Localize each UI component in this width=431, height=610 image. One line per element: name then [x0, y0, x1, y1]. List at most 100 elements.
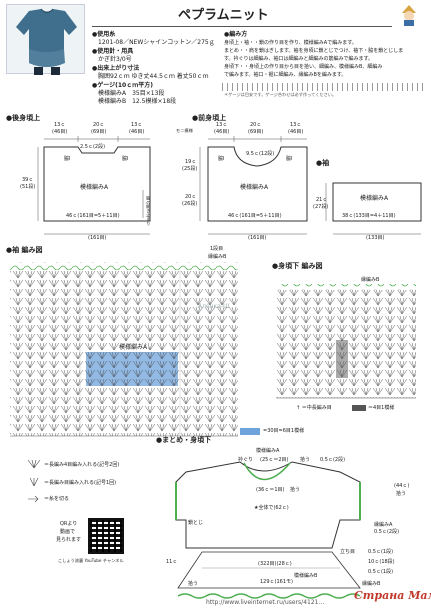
dim-label: (36ｃ＝1目)	[256, 487, 285, 493]
size-value: 胸囲92ｃｍ ゆき丈44.5ｃｍ 着丈50ｃｍ	[98, 73, 209, 80]
qr-code[interactable]	[88, 518, 124, 554]
method-line: で編みます。袖口・裾に細編み、縁編みBを編みます。	[224, 72, 347, 78]
pattern-label: 模様編みA	[360, 195, 389, 202]
pattern-label: 模様編みA	[118, 344, 149, 351]
dim-label: (69目)	[248, 129, 264, 135]
side-label: 脇の開き止まり	[146, 196, 152, 226]
dim-label: 13ｃ	[290, 122, 302, 128]
dim-label: (46目)	[214, 129, 230, 135]
height-label: (27段)	[313, 204, 329, 210]
height-label: 39ｃ	[22, 177, 34, 183]
armhole-label: 脇Ⅰ	[218, 156, 225, 162]
width-label: (161目)	[88, 235, 107, 241]
brand-watermark: Страна Мам	[354, 589, 431, 602]
symbol-label: ＝長編み目編み入れる(記号1回)	[44, 480, 117, 486]
title-rule	[92, 26, 392, 27]
pick-label: 拾う	[396, 491, 407, 497]
pattern-label: 模様編みA	[256, 448, 280, 454]
dim-label: 13ｃ	[216, 122, 228, 128]
gauge-b: 模様編みB 12.5模様×18段	[98, 98, 177, 105]
height-label: 21ｃ	[316, 197, 328, 203]
qr-caption: QRより	[60, 521, 78, 527]
method-dots	[222, 83, 425, 91]
pattern-label: 模様編みA	[80, 184, 109, 191]
dim-label: (69目)	[91, 129, 107, 135]
legend-label: ↑ ＝中長編み目	[296, 405, 332, 411]
dim-label: 13ｃ	[131, 122, 143, 128]
height-label: 20ｃ	[185, 194, 197, 200]
method-line: 身頃上・袖・・鎖の作り目を作り、模様編みAで編みます。	[224, 40, 357, 46]
legend-swatch	[240, 428, 260, 435]
height-label: (26段)	[182, 201, 198, 207]
pattern-key: モ＝模様	[176, 128, 193, 133]
dim-label: 13ｃ	[54, 122, 66, 128]
body-lower-chart-heading: ●身頃下 編み図	[272, 262, 323, 270]
edge-b-label: 縁編みB	[361, 277, 380, 283]
method-line: 身頃下・・身頃上の作り目から目を拾い、細編み、模様編みB、細編み	[224, 64, 383, 70]
page-title: ペプラムニット	[178, 8, 269, 23]
dim-label: 10ｃ(18段)	[368, 559, 395, 565]
stand-label: 立ち目	[340, 549, 356, 555]
footer-url: http://www.liveinternet.ru/users/4121...	[206, 599, 325, 606]
yarn-value: 1201-08／NEWシャインコットン／275ｇ	[98, 39, 215, 46]
chart-watermark: Аленка-Ш	[198, 303, 230, 310]
back-upper-heading: ●後身頃上	[6, 114, 41, 122]
bottom-label: 46ｃ(161目=5＋11目)	[66, 213, 120, 219]
sleeve-heading: ●袖	[316, 159, 330, 167]
size-heading: ●出来上がり寸法	[92, 65, 140, 72]
dim-label: 20ｃ	[250, 122, 262, 128]
height-label: (25段)	[182, 166, 198, 172]
dim-label: (46目)	[288, 129, 304, 135]
legend-label: =30目=6目1模様	[263, 428, 305, 434]
height-label: (51段)	[20, 184, 36, 190]
sleeve-chart-heading: ●袖 編み図	[6, 246, 43, 254]
front-upper-heading: ●前身頃上	[192, 114, 227, 122]
seam-label: 鎖とじ	[188, 520, 204, 526]
neck-label: 9.5ｃ(12段)	[246, 151, 275, 157]
qr-caption: 見られます	[56, 537, 82, 543]
neck-label: 2.5ｃ(2段)	[80, 144, 106, 150]
dim-label: (46目)	[52, 129, 68, 135]
pick-label: 拾う	[290, 487, 301, 493]
pick-label: 拾う	[188, 581, 199, 587]
method-heading: ●編み方	[224, 31, 248, 38]
sweater-photo	[6, 4, 85, 75]
sweater-illustration	[16, 8, 77, 75]
dim-label: ★全体で(62ｃ)	[254, 505, 289, 511]
assembly-heading: ●まとめ・身頃下	[156, 436, 212, 444]
armhole-label: 脇Ⅰ	[286, 156, 293, 162]
armhole-label: 脇Ⅰ	[122, 156, 129, 162]
edge-b-label: 縁編みB	[208, 254, 227, 260]
yarn-heading: ●使用糸	[92, 31, 116, 38]
dim-label: (44ｃ)	[394, 483, 410, 489]
dim-label: 20ｃ	[93, 122, 105, 128]
first-row-label: 1段目	[210, 246, 224, 252]
height-label: 19ｃ	[185, 159, 197, 165]
dim-label: 0.5ｃ(2段)	[320, 457, 346, 463]
armhole-label: 脇Ⅰ	[64, 156, 71, 162]
dim-label: 129ｃ(161モ)	[260, 579, 293, 585]
dim-label: 0.5ｃ(1段)	[368, 569, 394, 575]
width-label: (161目)	[248, 235, 267, 241]
pattern-label: 模様編みA	[240, 184, 269, 191]
dim-label: (46目)	[129, 129, 145, 135]
method-note: ＊ゲージは目安です。ゲージ合わせは必ず作ってください。	[224, 92, 337, 97]
dim-label: 0.5ｃ(1段)	[368, 549, 394, 555]
edge-b-label: 縁編みB	[362, 581, 381, 587]
neck-label: 衿ぐり	[238, 457, 254, 463]
tools-heading: ●使用針・用具	[92, 48, 134, 55]
dim-label: (25ｃ＝2目)	[260, 457, 289, 463]
gauge-heading: ●ゲージ(10ｃｍ平方)	[92, 82, 153, 89]
method-line: まとめ・・肩を鎖はぎします。袖を身頃に鎖とじでつけ、袖下・脇を鎖とじしま	[224, 48, 404, 54]
gauge-a: 模様編みA 35目×13段	[98, 90, 165, 97]
pick-label: 拾う	[300, 457, 311, 463]
method-line: す。衿ぐりは細編み、袖口は細編みと細編みの筋編みで編みます。	[224, 56, 374, 62]
bottom-label: 38ｃ(133目=4＋11目)	[342, 213, 396, 219]
symbol-label: ＝糸を切る	[44, 496, 70, 502]
pattern-label: 模様編みB	[294, 573, 318, 579]
